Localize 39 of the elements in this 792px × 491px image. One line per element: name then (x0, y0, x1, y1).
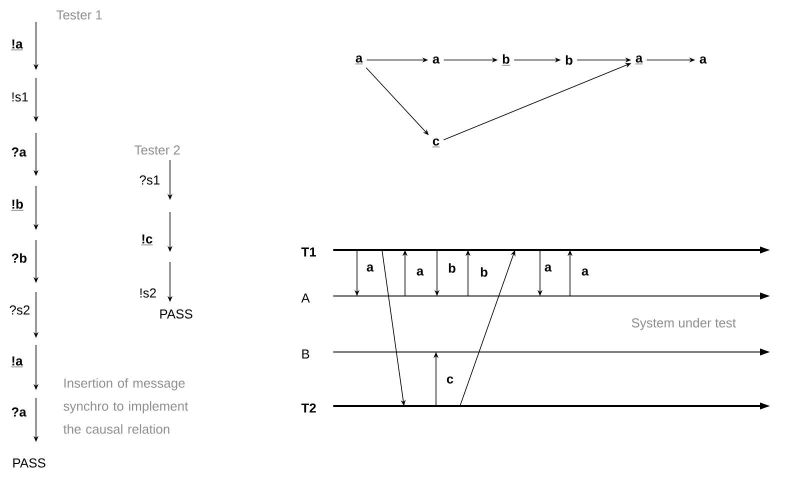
tester-title: Tester 2 (134, 145, 180, 155)
note-text: Insertion of message synchro to implement the causal relation (63, 378, 188, 434)
lifeline-label: B (302, 350, 310, 358)
system-label: System under test (632, 318, 736, 330)
event-label: c (432, 138, 440, 148)
step-label: !s1 (12, 92, 28, 102)
verdict-label: PASS (160, 309, 192, 319)
lifeline-arrow (333, 348, 770, 356)
edge-label: a (580, 267, 590, 277)
tester-title: Tester 1 (56, 10, 102, 20)
step-label: ?s1 (140, 175, 160, 185)
edge-label: a (415, 267, 425, 277)
event-label: a (635, 55, 643, 64)
edge-label: b (447, 262, 457, 274)
edge-label: b (479, 266, 489, 278)
step-label: !s2 (140, 288, 156, 298)
event-label: a (432, 56, 440, 64)
lifeline-arrow (333, 246, 770, 254)
edge-label: a (543, 263, 553, 273)
step-label: !a (11, 356, 23, 368)
lifeline-label: T1 (301, 248, 316, 256)
lifeline-label: T2 (301, 403, 316, 413)
step-label: ?a (12, 147, 26, 157)
step-label: !b (11, 199, 24, 210)
edge-label: c (445, 375, 455, 385)
edge-label: a (365, 263, 375, 273)
lifeline-arrow (333, 292, 770, 300)
event-label: b (502, 54, 510, 66)
lifeline-label: A (301, 294, 310, 302)
step-label: ?s2 (10, 305, 30, 315)
step-label: ?b (12, 253, 27, 263)
step-label: !a (11, 39, 23, 50)
verdict-label: PASS (13, 458, 46, 468)
event-label: a (355, 55, 363, 64)
step-label: ?a (12, 407, 26, 417)
event-label: b (566, 55, 572, 65)
event-label: a (700, 56, 707, 64)
lifeline-arrow (333, 402, 770, 410)
step-label: !c (141, 234, 153, 246)
